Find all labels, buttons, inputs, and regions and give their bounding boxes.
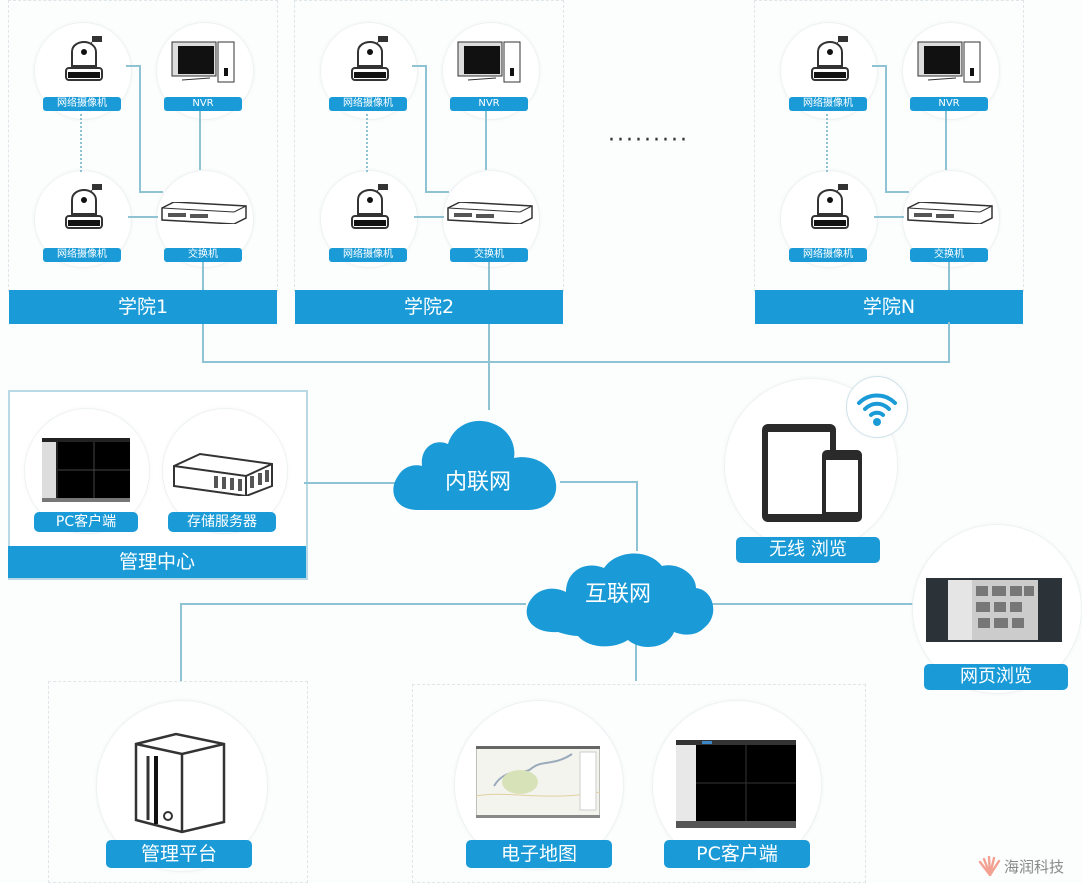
internet-label: 互联网	[584, 582, 651, 607]
tablet-phone-icon	[760, 422, 864, 526]
switch-label: 交换机	[164, 248, 242, 262]
college-2-drop	[488, 324, 490, 410]
internet-to-clients-line	[635, 635, 637, 681]
college-n-drop	[948, 322, 950, 362]
intranet-label: 内联网	[444, 470, 511, 495]
internet-to-platform-line	[180, 603, 526, 605]
nvr-computer-icon	[170, 40, 236, 86]
camera-top-to-switch-line	[126, 65, 140, 67]
switch-label: 交换机	[910, 248, 988, 262]
camera-top-to-switch-line	[425, 65, 427, 192]
college-bus-line	[202, 361, 950, 363]
network-switch-icon	[160, 201, 248, 225]
mc-to-intranet-line	[304, 482, 396, 484]
ptz-camera-icon	[348, 184, 392, 232]
camera-top-to-switch-line	[885, 191, 909, 193]
monitor-grid-icon	[676, 740, 796, 828]
monitor-grid-icon	[42, 438, 130, 502]
mc-storage-label: 存储服务器	[168, 512, 276, 532]
web-label: 网页浏览	[924, 664, 1068, 690]
web-page-icon	[926, 578, 1062, 642]
camera-bottom-to-switch-line	[414, 216, 444, 218]
nvr-label: NVR	[910, 97, 988, 111]
map-label: 电子地图	[466, 840, 612, 868]
camera-top-to-switch-line	[139, 191, 163, 193]
watermark-text: 海润科技	[1004, 858, 1065, 876]
ptz-camera-icon	[62, 184, 106, 232]
camera-label: 网络摄像机	[329, 248, 407, 262]
camera-label: 网络摄像机	[789, 248, 867, 262]
camera-top-to-switch-line	[425, 191, 449, 193]
camera-dotted-link	[80, 114, 82, 172]
switch-label: 交换机	[450, 248, 528, 262]
camera-bottom-to-switch-line	[874, 216, 904, 218]
ptz-camera-icon	[808, 184, 852, 232]
wireless-label: 无线 浏览	[736, 537, 880, 563]
college-title-bar: 学院2	[295, 290, 563, 324]
switch-to-bar-line	[948, 260, 950, 290]
camera-bottom-to-switch-line	[128, 216, 158, 218]
pc-label: PC客户端	[664, 840, 810, 868]
college-title-bar: 学院N	[755, 290, 1023, 324]
storage-server-icon	[170, 452, 274, 498]
wifi-icon	[857, 393, 897, 426]
camera-label: 网络摄像机	[43, 97, 121, 111]
camera-top-to-switch-line	[872, 65, 886, 67]
server-tower-icon	[132, 730, 228, 834]
intranet-to-internet-line	[560, 481, 638, 483]
camera-top-to-switch-line	[885, 65, 887, 192]
intranet-cloud: 内联网	[388, 410, 568, 516]
nvr-to-switch-line	[199, 110, 201, 170]
nvr-label: NVR	[450, 97, 528, 111]
ptz-camera-icon	[62, 36, 106, 84]
nvr-to-switch-line	[945, 110, 947, 170]
switch-to-bar-line	[488, 260, 490, 290]
platform-drop	[180, 603, 182, 681]
map-icon	[475, 745, 601, 819]
camera-dotted-link	[366, 114, 368, 172]
college-title-bar: 学院1	[9, 290, 277, 324]
internet-cloud: 互联网	[518, 540, 718, 650]
ptz-camera-icon	[348, 36, 392, 84]
platform-label: 管理平台	[106, 840, 252, 868]
camera-label: 网络摄像机	[43, 248, 121, 262]
nvr-label: NVR	[164, 97, 242, 111]
switch-to-bar-line	[202, 260, 204, 290]
nvr-to-switch-line	[485, 110, 487, 170]
network-switch-icon	[906, 201, 994, 225]
ptz-camera-icon	[808, 36, 852, 84]
nvr-computer-icon	[456, 40, 522, 86]
network-switch-icon	[446, 201, 534, 225]
nvr-computer-icon	[916, 40, 982, 86]
mc-pc-client-label: PC客户端	[34, 512, 138, 532]
camera-top-to-switch-line	[139, 65, 141, 192]
camera-dotted-link	[826, 114, 828, 172]
shell-logo-icon	[978, 855, 1002, 877]
college-1-drop	[202, 324, 204, 362]
ellipsis: ·········	[608, 128, 689, 153]
management-center-title: 管理中心	[8, 546, 306, 578]
camera-top-to-switch-line	[412, 65, 426, 67]
camera-label: 网络摄像机	[789, 97, 867, 111]
camera-label: 网络摄像机	[329, 97, 407, 111]
internet-to-web-line	[712, 603, 914, 605]
intranet-to-internet-drop	[636, 481, 638, 551]
wifi-badge	[846, 376, 908, 438]
